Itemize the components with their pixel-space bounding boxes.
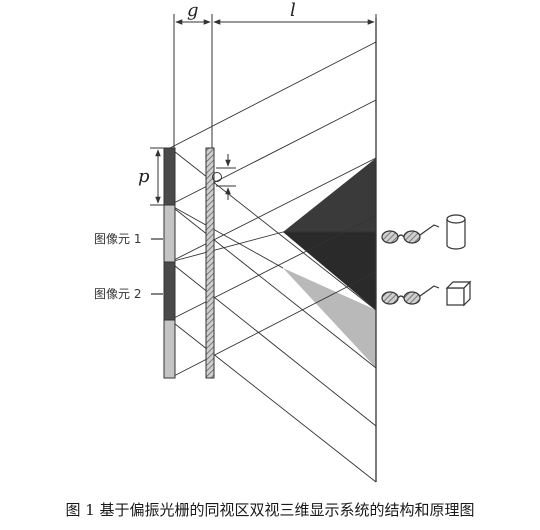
view-zone-top-dark: [283, 158, 376, 232]
image-element-1-label: 图像元 1: [94, 232, 141, 246]
glasses-icon: [381, 224, 440, 244]
light-rays: [169, 41, 377, 483]
image-element-2-label: 图像元 2: [94, 287, 141, 301]
polarization-grating: [205, 147, 215, 379]
cube-icon: [445, 280, 472, 307]
view-zone-bottom-light: [283, 268, 376, 368]
pixel-4: [163, 319, 176, 379]
pitch-label: p: [138, 166, 150, 187]
glasses-icon: [381, 285, 440, 305]
figure-caption: 图 1 基于偏振光栅的同视区双视三维显示系统的结构和原理图: [65, 501, 475, 519]
pixel-1: [163, 147, 176, 206]
gap-label: g: [187, 0, 199, 21]
distance-label: l: [290, 0, 296, 21]
slit-width-marker: [212, 154, 236, 200]
pixel-3: [163, 261, 176, 321]
cylinder-icon: [446, 214, 466, 250]
dimension-guides: [173, 14, 377, 148]
display-panel: [163, 147, 176, 379]
pixel-2: [163, 204, 176, 263]
viewing-zones: [283, 158, 376, 368]
